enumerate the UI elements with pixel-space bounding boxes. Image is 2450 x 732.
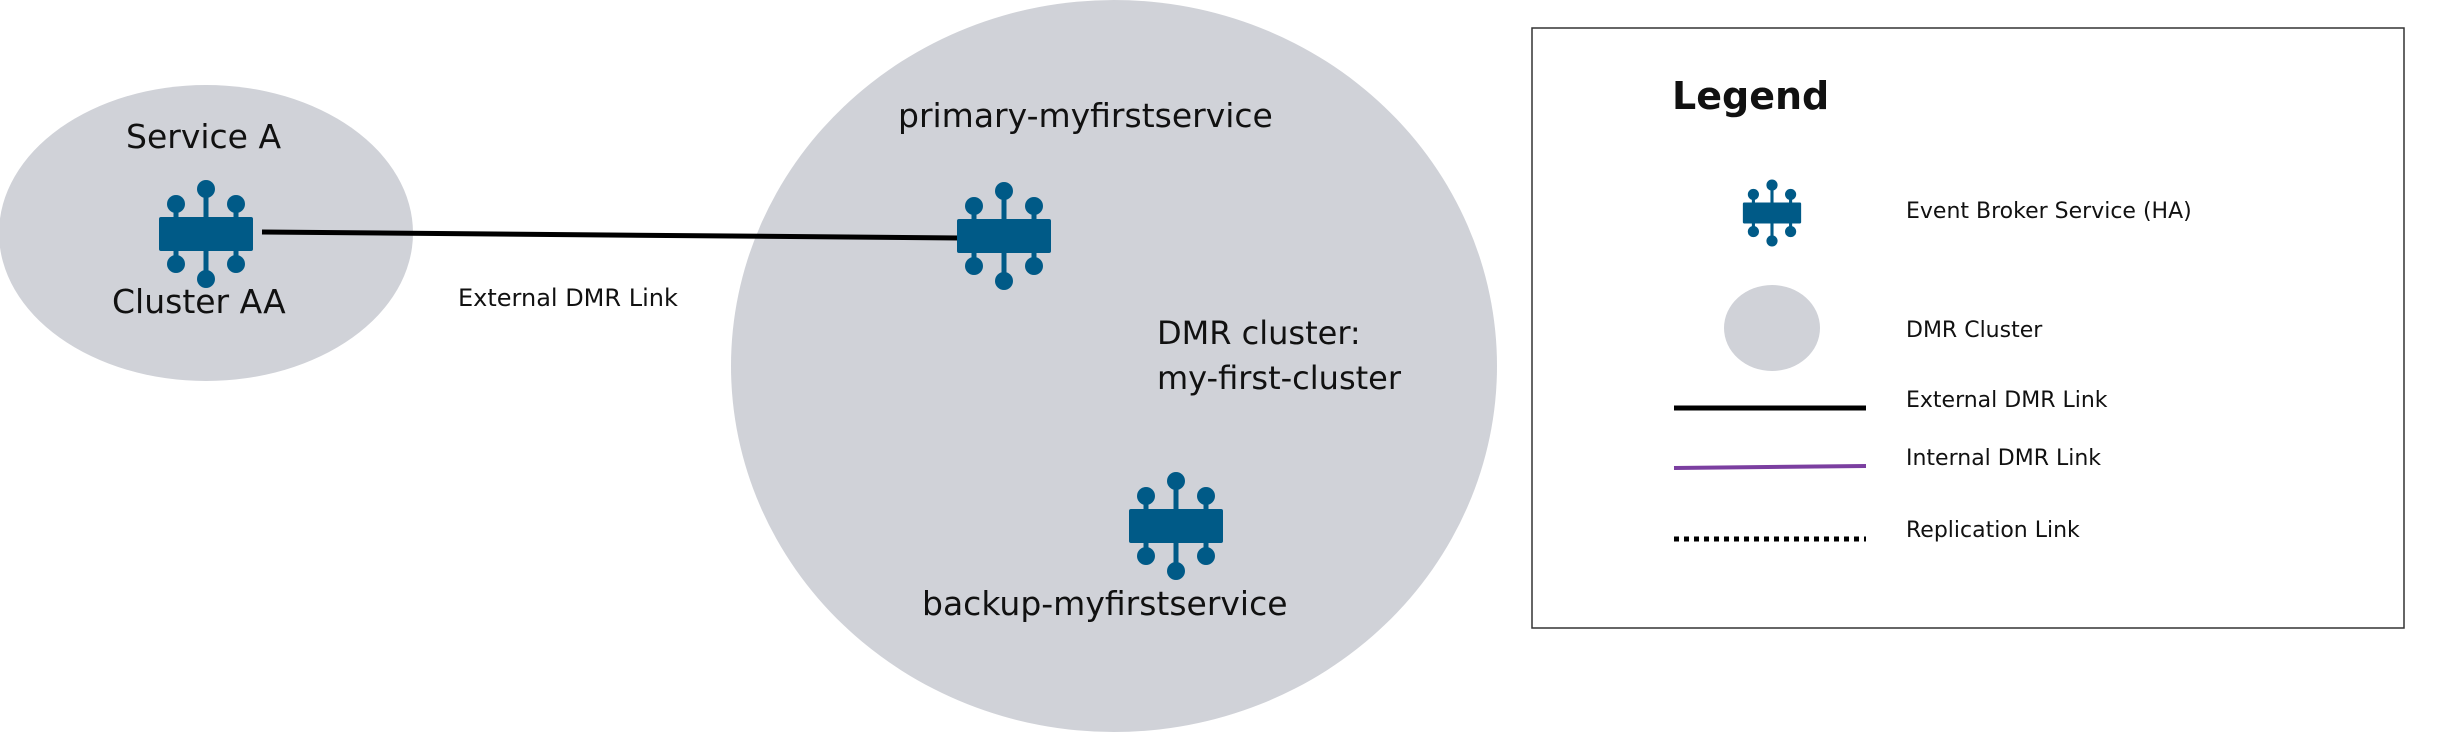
backup-broker-icon bbox=[1129, 472, 1223, 580]
legend-item-broker-label: Event Broker Service (HA) bbox=[1906, 199, 2192, 224]
dmr-cluster-label-line2: my-first-cluster bbox=[1157, 359, 1401, 397]
external-link-label: External DMR Link bbox=[458, 284, 678, 312]
external-dmr-link bbox=[261, 229, 961, 241]
legend-broker-icon bbox=[1741, 177, 1803, 249]
primary-service-label: primary-myfirstservice bbox=[898, 96, 1273, 135]
legend-internal-link-line bbox=[1673, 464, 1867, 470]
service-a-broker-icon bbox=[159, 180, 253, 288]
legend-cluster-icon bbox=[1724, 285, 1820, 371]
legend-title: Legend bbox=[1672, 74, 1830, 118]
legend-item-internal-label: Internal DMR Link bbox=[1906, 446, 2102, 471]
cluster-aa-label: Cluster AA bbox=[112, 282, 286, 321]
backup-service-label: backup-myfirstservice bbox=[922, 584, 1288, 623]
legend-item-cluster-label: DMR Cluster bbox=[1906, 318, 2043, 343]
main-cluster-shape bbox=[731, 0, 1497, 732]
legend-box bbox=[1531, 27, 2405, 629]
service-a-title: Service A bbox=[126, 117, 282, 156]
legend-item-replication-label: Replication Link bbox=[1906, 518, 2080, 543]
dmr-cluster-label-line1: DMR cluster: bbox=[1157, 314, 1361, 352]
legend-item-external-label: External DMR Link bbox=[1906, 388, 2108, 413]
primary-broker-icon bbox=[957, 182, 1051, 290]
